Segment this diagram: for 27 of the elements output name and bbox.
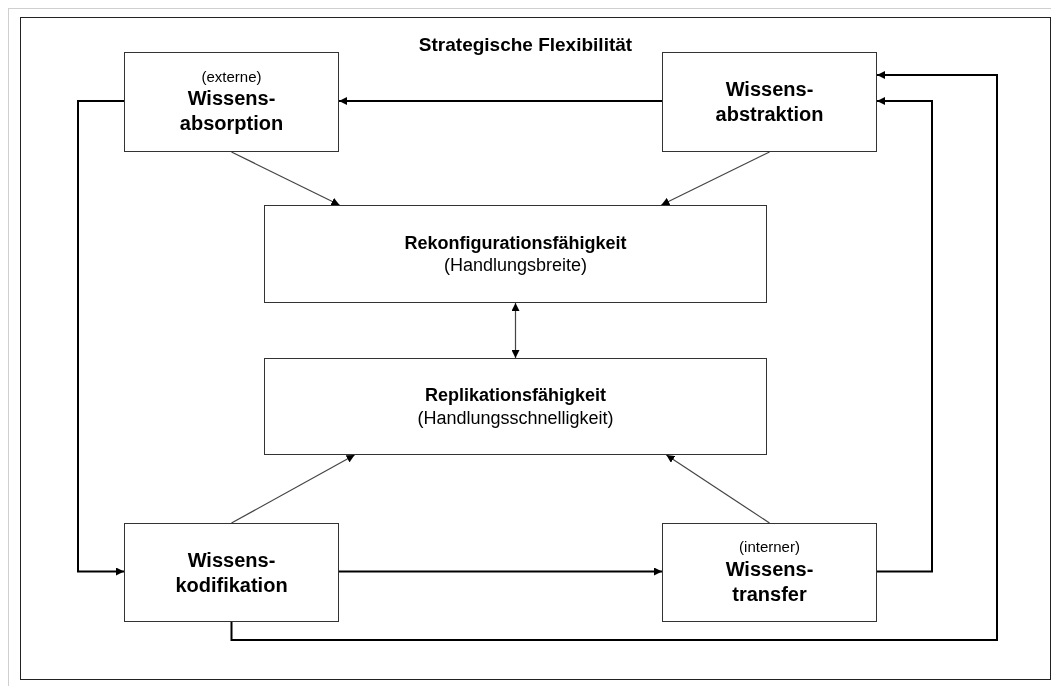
box-label: Wissens- transfer bbox=[724, 556, 815, 607]
arrow bbox=[876, 97, 933, 573]
box-label: (Handlungsbreite) bbox=[443, 254, 588, 277]
box-label: Rekonfigurationsfähigkeit bbox=[404, 231, 627, 254]
diagram-title: Strategische Flexibilität bbox=[417, 34, 634, 56]
arrow bbox=[230, 71, 998, 641]
box-label: (interner) bbox=[739, 538, 800, 557]
process-box bbox=[662, 52, 877, 152]
arrow bbox=[665, 454, 771, 524]
box-label: Replikationsfähigkeit bbox=[424, 384, 606, 407]
process-box bbox=[662, 523, 877, 622]
process-box bbox=[124, 523, 339, 622]
box-label: (Handlungsschnelligkeit) bbox=[417, 406, 614, 429]
arrow bbox=[511, 302, 520, 359]
arrow bbox=[230, 151, 341, 206]
process-box bbox=[264, 358, 767, 455]
box-label: Wissens- kodifikation bbox=[174, 547, 289, 598]
arrow bbox=[338, 567, 663, 576]
process-box bbox=[124, 52, 339, 152]
arrow bbox=[77, 100, 125, 576]
process-box bbox=[264, 205, 767, 303]
box-label: Wissens- abstraktion bbox=[714, 77, 825, 127]
box-label: Wissens- absorption bbox=[178, 86, 285, 137]
arrow bbox=[660, 151, 771, 206]
arrow bbox=[230, 454, 356, 524]
box-label: (externe) bbox=[201, 67, 262, 87]
arrow bbox=[338, 97, 663, 105]
